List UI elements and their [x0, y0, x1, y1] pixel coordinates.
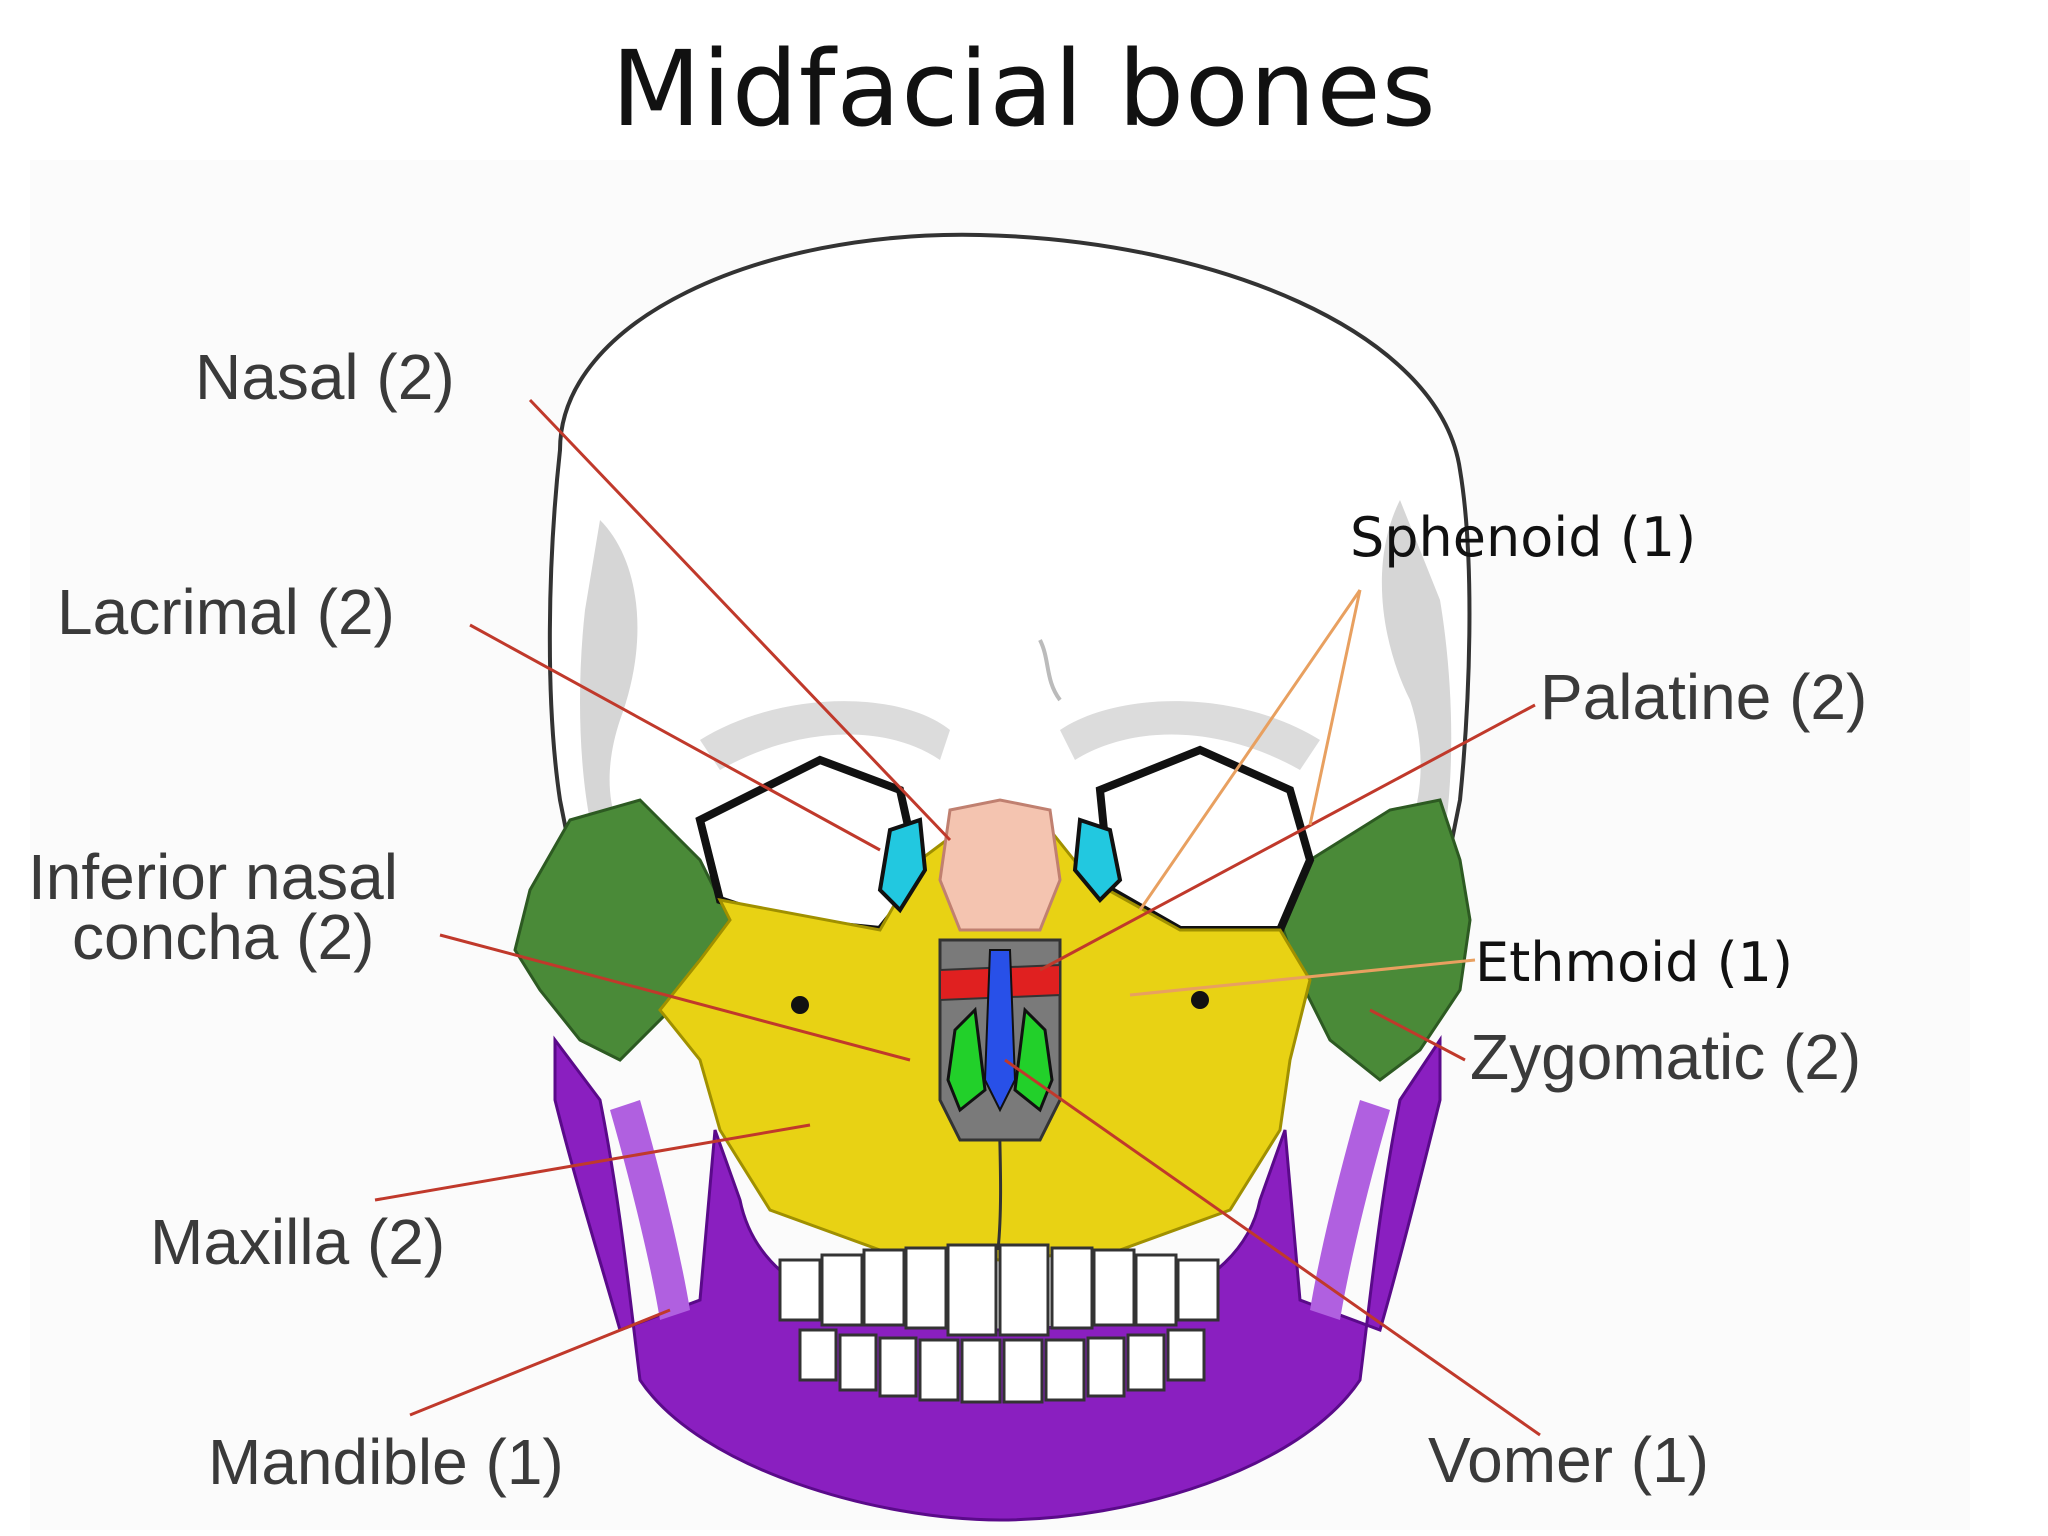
cranium-seam — [1038, 639, 1062, 702]
inferior-nasal-concha-left — [946, 1006, 987, 1113]
brow-shading-right — [1060, 701, 1320, 770]
leader-maxilla — [374, 1123, 811, 1202]
label-palatine: Palatine (2) — [1540, 661, 1868, 733]
cranium-shading-right — [1381, 500, 1452, 860]
label-nasal: Nasal (2) — [195, 341, 455, 413]
leader-sphenoid-1 — [1138, 589, 1362, 911]
mandible-ramus-right-highlight — [1310, 1100, 1390, 1320]
leader-vomer — [1004, 1058, 1541, 1437]
label-inferior-nasal-concha-line1: Inferior nasal — [28, 841, 398, 913]
label-lacrimal: Lacrimal (2) — [57, 576, 395, 648]
leader-inferior-nasal-concha — [439, 933, 911, 1062]
label-sphenoid: Sphenoid (1) — [1350, 506, 1697, 569]
label-ethmoid: Ethmoid (1) — [1475, 931, 1794, 994]
nasal-bone — [938, 798, 1062, 932]
cranium-shading-left — [580, 520, 640, 860]
leader-nasal — [528, 398, 952, 842]
diagram-title: Midfacial bones — [611, 28, 1437, 150]
label-zygomatic: Zygomatic (2) — [1470, 1021, 1862, 1093]
label-inferior-nasal-concha-line2: concha (2) — [72, 901, 375, 973]
label-maxilla: Maxilla (2) — [150, 1206, 446, 1278]
brow-shading — [700, 701, 950, 770]
leader-zygomatic — [1369, 1008, 1466, 1062]
teeth — [778, 1243, 1220, 1404]
vomer-bone — [983, 949, 1017, 1113]
leader-ethmoid — [1129, 958, 1476, 997]
foramen-right — [1191, 991, 1209, 1009]
leader-lacrimal — [469, 623, 881, 852]
leader-sphenoid-2 — [1308, 589, 1362, 826]
lacrimal-bone-left — [877, 817, 928, 914]
leader-lines — [374, 398, 1541, 1437]
leader-palatine — [1039, 703, 1536, 972]
label-vomer: Vomer (1) — [1428, 1424, 1709, 1496]
leader-mandible — [409, 1308, 671, 1417]
label-mandible: Mandible (1) — [208, 1426, 564, 1498]
foramen-left — [791, 996, 809, 1014]
lacrimal-bone-right — [1072, 817, 1123, 903]
zygomatic-bone-right — [1278, 798, 1472, 1082]
